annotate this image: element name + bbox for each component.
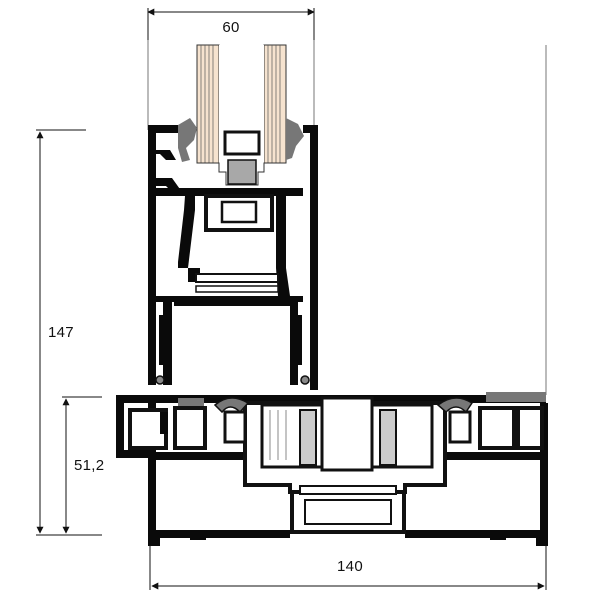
glass-pane [196,44,287,186]
dimension-label-51-2: 51,2 [74,457,104,474]
dimension-label-147: 147 [48,324,74,341]
outline-lines [147,40,547,395]
dimension-frame-height: 51,2 [62,396,104,534]
dimension-label-140: 140 [337,558,363,575]
dimension-overall-height: 147 [36,129,102,536]
dimension-overall-width: 140 [149,545,547,590]
sash-profile [148,118,318,390]
frame-profile [116,392,548,546]
dimension-glass-width: 60 [147,8,315,40]
dimension-label-60: 60 [222,19,239,36]
